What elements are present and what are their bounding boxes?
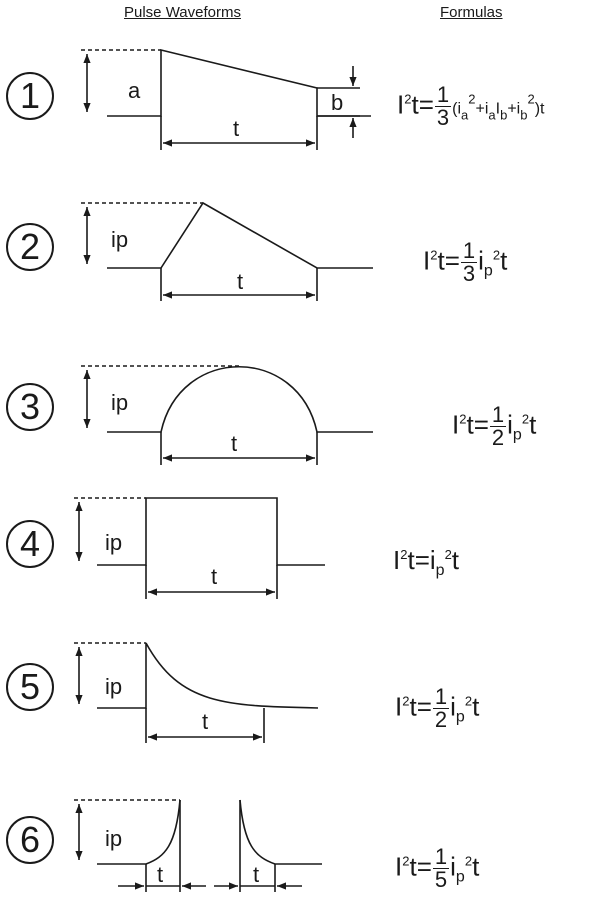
waveform-1 — [81, 48, 371, 150]
waveform-5 — [74, 642, 319, 743]
duration-label-6b: t — [253, 862, 260, 887]
pulse-number-1: 1 — [6, 72, 54, 120]
pulse-number-4: 4 — [6, 520, 54, 568]
duration-label-6a: t — [157, 862, 164, 887]
waveform-2 — [81, 201, 373, 301]
pulse-number-5: 5 — [6, 663, 54, 711]
pulse-number-2: 2 — [6, 223, 54, 271]
peak-current-label-4: ip — [105, 530, 123, 555]
waveform-3 — [81, 365, 373, 465]
pulse-number-3: 3 — [6, 383, 54, 431]
duration-label-3: t — [231, 431, 238, 456]
duration-label-4: t — [211, 564, 218, 589]
pulse-waveforms-header: Pulse Waveforms — [124, 4, 241, 21]
peak-current-label-2: ip — [111, 227, 129, 252]
pulse-number-6: 6 — [6, 816, 54, 864]
amplitude-b-label: b — [331, 90, 344, 115]
peak-current-label-3: ip — [111, 390, 129, 415]
peak-current-label-6: ip — [105, 826, 123, 851]
formula-4: I2t=ip2t — [393, 545, 460, 580]
waveform-4 — [74, 497, 325, 599]
duration-label-1: t — [233, 116, 240, 141]
amplitude-a-label: a — [128, 78, 141, 103]
formulas-header: Formulas — [440, 4, 503, 21]
waveform-6 — [74, 799, 322, 892]
duration-label-5: t — [202, 709, 209, 734]
duration-label-2: t — [237, 269, 244, 294]
peak-current-label-5: ip — [105, 674, 123, 699]
